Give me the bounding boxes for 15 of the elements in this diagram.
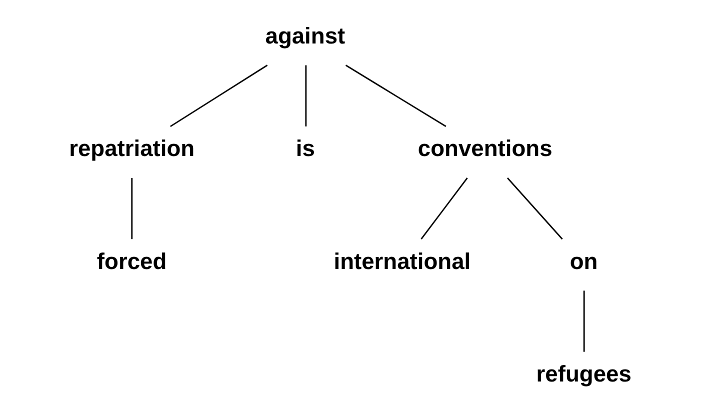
node-text: forced (96, 248, 167, 274)
node-text: refugees (536, 360, 632, 387)
node-text: against (265, 22, 346, 48)
connector (506, 177, 563, 240)
connector (131, 178, 133, 240)
node-text: international (334, 248, 471, 274)
node-text: conventions (418, 135, 552, 162)
node-text: on (570, 248, 598, 274)
node-text: is (296, 135, 315, 162)
connector (420, 178, 468, 240)
connector (345, 64, 446, 128)
connector (305, 65, 307, 126)
connector (170, 64, 268, 128)
node-text: repatriation (69, 135, 195, 162)
connector (583, 290, 585, 352)
